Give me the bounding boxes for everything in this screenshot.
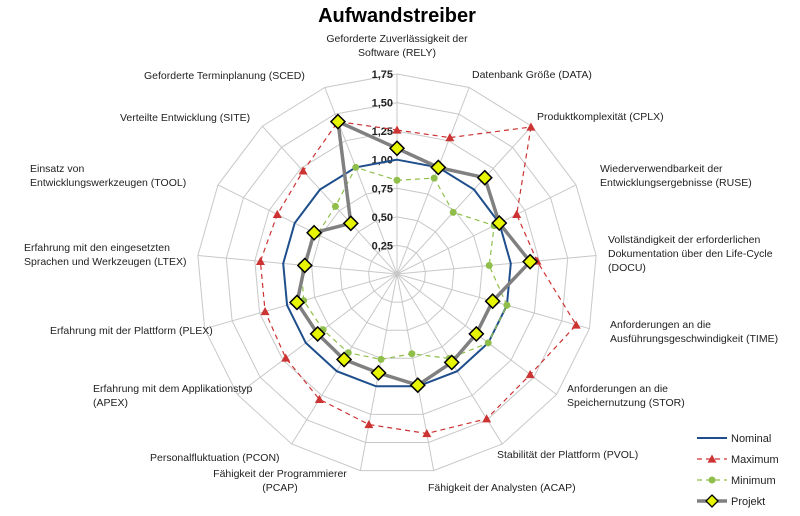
data-point <box>571 320 581 329</box>
grid-spoke <box>396 255 597 275</box>
series-line <box>295 118 533 388</box>
data-point <box>388 140 406 157</box>
grid-spoke <box>396 125 533 275</box>
tick-label: 0,50 <box>372 212 393 224</box>
legend-item-projekt: Projekt <box>697 494 765 508</box>
data-point <box>526 122 536 131</box>
data-point <box>525 370 535 379</box>
series-maximum <box>255 117 581 438</box>
category-label: Personalfluktuation (PCON) <box>150 452 280 464</box>
data-point <box>272 209 282 218</box>
data-point <box>422 429 432 438</box>
tick-label: 1,25 <box>372 126 393 138</box>
data-point <box>484 293 501 310</box>
legend-marker <box>705 494 719 508</box>
data-point <box>512 209 522 218</box>
data-point <box>331 202 339 210</box>
series-projekt <box>288 113 539 394</box>
category-label: Fähigkeit der Programmierer(PCAP) <box>213 468 347 494</box>
grid-ring <box>225 102 569 443</box>
legend-marker <box>707 454 717 463</box>
series-line <box>259 120 577 435</box>
data-point <box>484 339 492 347</box>
data-point <box>476 169 493 186</box>
data-point <box>430 174 438 182</box>
data-point <box>342 215 359 232</box>
data-point <box>443 354 460 371</box>
data-point <box>522 253 539 270</box>
grid-spoke <box>261 125 398 275</box>
data-point <box>329 113 347 130</box>
category-label: Datenbank Größe (DATA) <box>472 69 592 81</box>
tick-label: 1,75 <box>372 69 393 81</box>
grid-ring <box>368 244 426 303</box>
data-point <box>296 257 313 274</box>
tick-label: 0,75 <box>372 183 393 195</box>
data-point <box>430 159 447 176</box>
data-point <box>298 166 308 175</box>
data-point <box>482 414 492 423</box>
data-point <box>309 325 326 342</box>
data-point <box>314 394 324 403</box>
data-point <box>485 261 493 269</box>
grid-ring <box>339 216 455 331</box>
category-label: Erfahrung mit der Plattform (PLEX) <box>50 325 213 337</box>
data-series <box>255 113 581 438</box>
chart-title: Aufwandstreiber <box>318 5 476 27</box>
legend-marker <box>708 476 716 484</box>
category-label: Fähigkeit der Analysten (ACAP) <box>428 482 576 494</box>
legend-label: Minimum <box>731 475 776 487</box>
data-point <box>392 125 402 134</box>
grid-spoke <box>396 184 577 275</box>
legend-item-maximum: Maximum <box>697 454 779 466</box>
tick-label: 1,50 <box>372 98 393 110</box>
category-label: Geforderte Terminplanung (SCED) <box>144 70 305 82</box>
data-point <box>281 353 291 362</box>
legend-label: Nominal <box>731 433 771 445</box>
legend-label: Maximum <box>731 454 779 466</box>
data-point <box>449 208 457 216</box>
data-point <box>306 224 323 241</box>
data-point <box>335 351 353 368</box>
grid-spoke <box>197 255 398 275</box>
grid-spoke <box>217 184 398 275</box>
legend-item-nominal: Nominal <box>697 433 771 445</box>
data-point <box>503 301 511 309</box>
data-point <box>408 350 416 358</box>
data-point <box>393 176 401 184</box>
data-point <box>352 163 360 171</box>
tick-label: 0,25 <box>372 240 393 252</box>
category-label: Erfahrung mit dem Applikationstyp(APEX) <box>93 383 252 409</box>
category-label: Stabilität der Plattform (PVOL) <box>497 449 638 461</box>
data-point <box>377 355 385 363</box>
category-label: Verteilte Entwicklung (SITE) <box>120 112 250 124</box>
series-line <box>282 158 512 388</box>
data-point <box>409 377 426 394</box>
legend-item-minimum: Minimum <box>697 475 776 487</box>
data-point <box>288 294 306 311</box>
legend-label: Projekt <box>731 496 765 508</box>
category-label: Produktkomplexität (CPLX) <box>537 111 664 123</box>
data-point <box>364 420 374 429</box>
series-nominal <box>282 158 512 388</box>
data-point <box>370 364 387 381</box>
data-point <box>260 307 270 316</box>
grid-ring <box>254 130 540 415</box>
data-point <box>468 325 485 342</box>
data-point <box>491 214 508 232</box>
grid-ring <box>197 73 597 472</box>
grid-spoke <box>396 273 435 471</box>
data-point <box>445 133 455 142</box>
data-point <box>255 256 265 265</box>
